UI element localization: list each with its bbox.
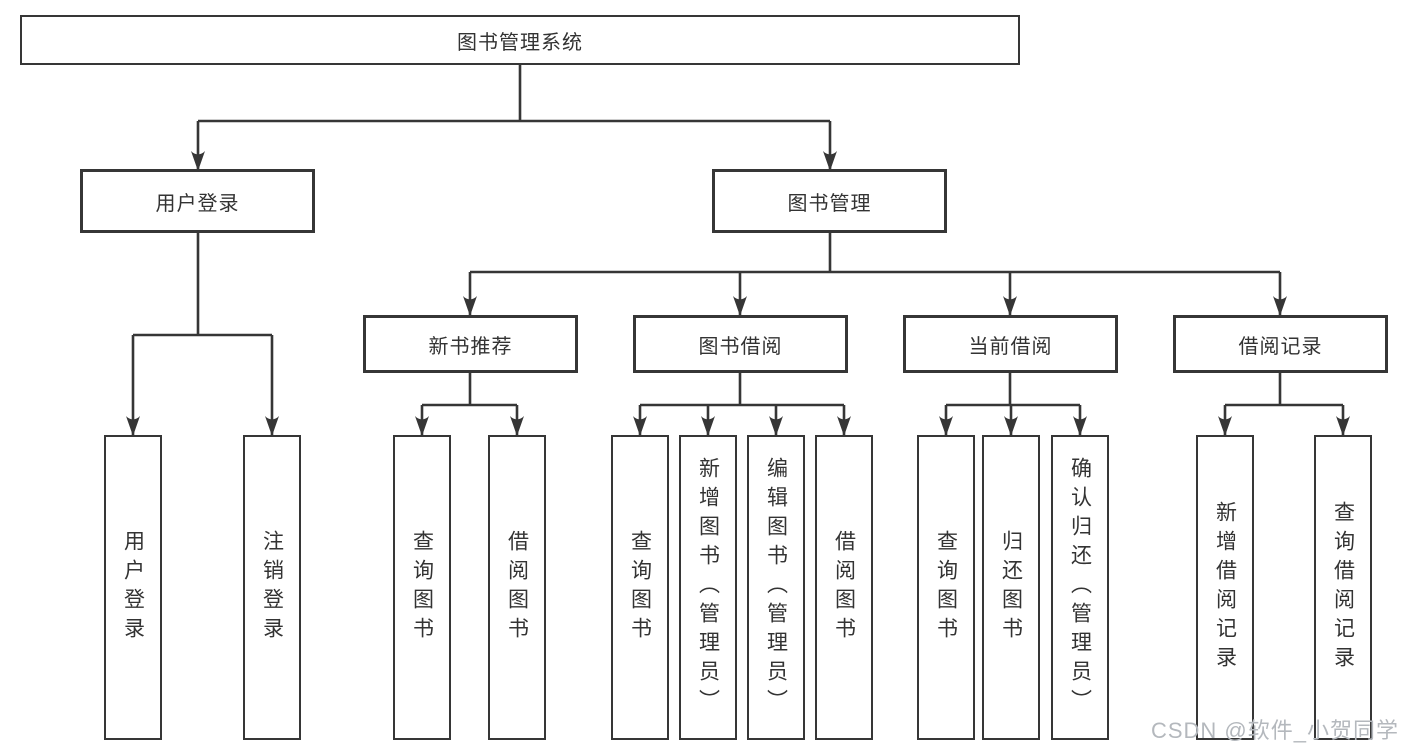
csdn-watermark: CSDN @软件_小贺同学: [1150, 718, 1399, 743]
leaf-user-login: 用户登录: [104, 435, 162, 740]
leaf-query-books-borrow: 查询图书: [611, 435, 669, 740]
leaf-query-books-recommend: 查询图书: [393, 435, 451, 740]
node-new-book-recommend: 新书推荐: [363, 315, 578, 373]
node-book-management: 图书管理: [712, 169, 947, 233]
leaf-add-borrow-record: 新增借阅记录: [1196, 435, 1254, 740]
leaf-return-book: 归还图书: [982, 435, 1040, 740]
node-library-management-system: 图书管理系统: [20, 15, 1020, 65]
leaf-confirm-return-admin: 确认归还（管理员）: [1051, 435, 1109, 740]
node-borrow-records: 借阅记录: [1173, 315, 1388, 373]
leaf-query-books-current: 查询图书: [917, 435, 975, 740]
leaf-edit-book-admin: 编辑图书（管理员）: [747, 435, 805, 740]
leaf-borrow-books-recommend: 借阅图书: [488, 435, 546, 740]
node-book-borrow: 图书借阅: [633, 315, 848, 373]
leaf-borrow-books: 借阅图书: [815, 435, 873, 740]
leaf-logout: 注销登录: [243, 435, 301, 740]
node-current-borrow: 当前借阅: [903, 315, 1118, 373]
leaf-add-book-admin: 新增图书（管理员）: [679, 435, 737, 740]
node-user-login: 用户登录: [80, 169, 315, 233]
leaf-query-borrow-record: 查询借阅记录: [1314, 435, 1372, 740]
